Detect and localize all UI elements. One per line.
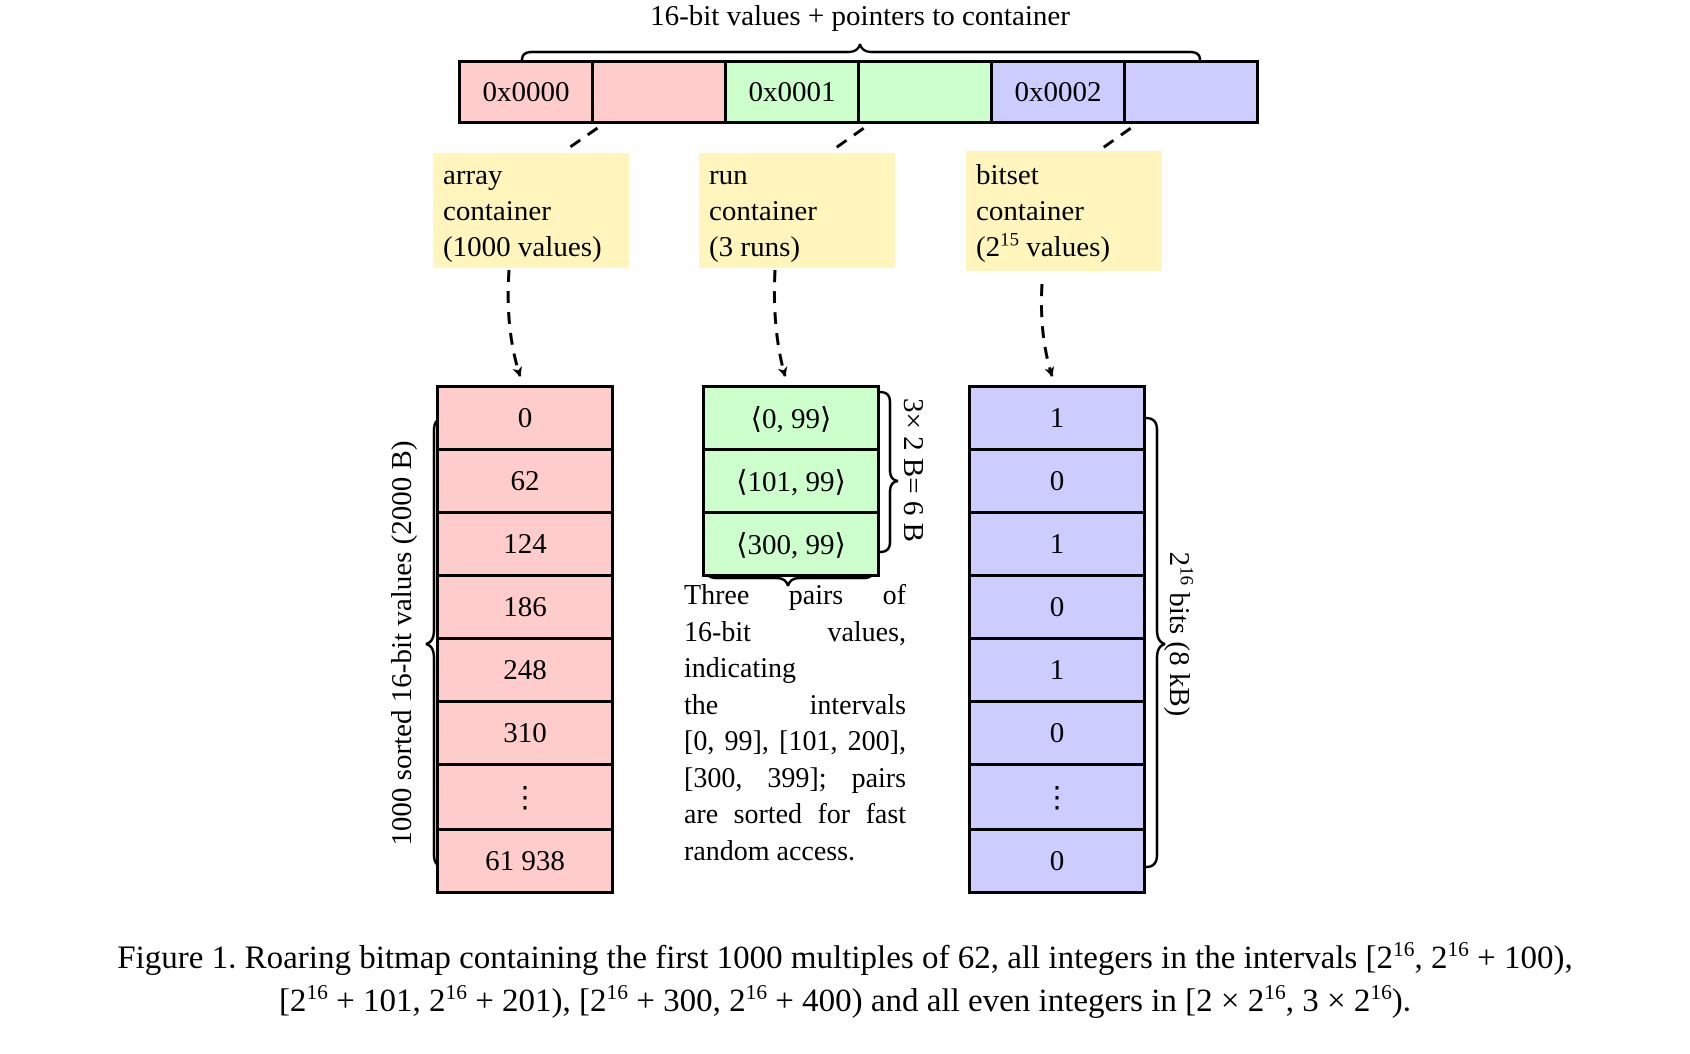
run-side-brace bbox=[879, 390, 899, 554]
pointer-line-array bbox=[562, 102, 633, 154]
array-side-label: 1000 sorted 16-bit values (2000 B) bbox=[386, 440, 418, 846]
key-cell-1: 0x0001 bbox=[724, 60, 860, 124]
run-cell: ⟨101, 99⟩ bbox=[702, 448, 880, 514]
bitset-cell: 1 bbox=[968, 511, 1146, 577]
run-description-line: Three pairs of bbox=[684, 580, 906, 611]
caption-exponent: 16 bbox=[1393, 937, 1415, 961]
caption-text: + 100), bbox=[1468, 940, 1573, 976]
caption-text: [2 bbox=[278, 983, 307, 1019]
caption-exponent: 16 bbox=[606, 980, 628, 1004]
top-brace bbox=[520, 43, 1202, 61]
bitset-side-exponent: 16 bbox=[1175, 566, 1197, 586]
bitset-cell: 0 bbox=[968, 828, 1146, 894]
caption-line-2: [216 + 101, 216 + 201), [216 + 300, 216 … bbox=[0, 980, 1690, 1023]
caption-text: + 300, 2 bbox=[627, 983, 746, 1019]
bitset-cell: 0 bbox=[968, 700, 1146, 766]
bitset-label-line-3: (215 values) bbox=[976, 229, 1152, 265]
caption-text: , 2 bbox=[1414, 940, 1448, 976]
caption-text: Figure 1. Roaring bitmap containing the … bbox=[117, 940, 1394, 976]
run-label-line-3: (3 runs) bbox=[709, 231, 801, 263]
run-cell: ⟨0, 99⟩ bbox=[702, 385, 880, 451]
caption-text: + 101, 2 bbox=[327, 983, 446, 1019]
caption-exponent: 16 bbox=[445, 980, 467, 1004]
array-container: 0 62 124 186 248 310 ⋮ 61 938 bbox=[436, 385, 614, 894]
bitset-side-brace bbox=[1145, 416, 1166, 869]
run-label-line-1: run bbox=[709, 159, 748, 191]
run-description-line: [300, 399]; pairs bbox=[684, 762, 906, 794]
array-side-brace bbox=[425, 416, 446, 869]
bitset-label-prefix: (2 bbox=[976, 231, 1001, 263]
bitset-cell: 0 bbox=[968, 574, 1146, 640]
run-bottom-brace bbox=[704, 567, 876, 587]
figure-caption: Figure 1. Roaring bitmap containing the … bbox=[0, 937, 1690, 1023]
bitset-side-base: 2 bbox=[1163, 551, 1195, 567]
array-cell: 124 bbox=[436, 511, 614, 577]
run-description: Three pairs of 16-bit values, indicating… bbox=[684, 578, 906, 870]
run-cell: ⟨300, 99⟩ bbox=[702, 511, 880, 577]
caption-exponent: 16 bbox=[306, 980, 328, 1004]
array-cell: 186 bbox=[436, 574, 614, 640]
bitset-side-suffix: bits (8 kB) bbox=[1163, 585, 1195, 717]
array-label-line-3: (1000 values) bbox=[443, 231, 602, 263]
caption-text: + 201), [2 bbox=[466, 983, 607, 1019]
bitset-label-exponent: 15 bbox=[1000, 229, 1020, 251]
run-description-line: are sorted for fast bbox=[684, 799, 906, 830]
array-container-label: array container (1000 values) bbox=[433, 153, 629, 268]
pointer-cell-bitset bbox=[1123, 60, 1259, 124]
arrow-bitset bbox=[1039, 283, 1055, 377]
caption-text: , 3 × 2 bbox=[1285, 983, 1371, 1019]
caption-exponent: 16 bbox=[1447, 937, 1469, 961]
array-cell: 310 bbox=[436, 700, 614, 766]
bitset-side-label: 216 bits (8 kB) bbox=[1161, 524, 1197, 744]
caption-text: + 400) and all even integers in [2 × 2 bbox=[767, 983, 1265, 1019]
bitset-cell: ⋮ bbox=[968, 763, 1146, 831]
array-label-line-2: container bbox=[443, 195, 551, 227]
run-container: ⟨0, 99⟩ ⟨101, 99⟩ ⟨300, 99⟩ bbox=[702, 385, 880, 577]
array-cell: 0 bbox=[436, 385, 614, 451]
run-label-line-2: container bbox=[709, 195, 817, 227]
bitset-container: 1 0 1 0 1 0 ⋮ 0 bbox=[968, 385, 1146, 894]
caption-text: ). bbox=[1391, 983, 1412, 1019]
pointer-line-bitset bbox=[1096, 102, 1166, 154]
array-cell: 61 938 bbox=[436, 828, 614, 894]
array-cell: 62 bbox=[436, 448, 614, 514]
bitset-container-label: bitset container (215 values) bbox=[966, 151, 1162, 271]
run-description-line: [0, 99], [101, 200], bbox=[684, 726, 906, 757]
caption-line-1: Figure 1. Roaring bitmap containing the … bbox=[0, 937, 1690, 980]
pointer-cell-array bbox=[591, 60, 727, 124]
pointer-line-run bbox=[829, 102, 899, 154]
bitset-cell: 1 bbox=[968, 385, 1146, 451]
run-side-label: 3× 2 B= 6 B bbox=[897, 398, 929, 542]
top-label: 16-bit values + pointers to container bbox=[650, 0, 1070, 32]
arrow-run bbox=[772, 269, 788, 377]
bitset-label-line-1: bitset bbox=[976, 159, 1039, 191]
array-cell: ⋮ bbox=[436, 763, 614, 831]
array-cell: 248 bbox=[436, 637, 614, 703]
key-cell-0: 0x0000 bbox=[458, 60, 594, 124]
run-container-label: run container (3 runs) bbox=[699, 153, 895, 268]
caption-exponent: 16 bbox=[1370, 980, 1392, 1004]
bitset-cell: 0 bbox=[968, 448, 1146, 514]
array-label-line-1: array bbox=[443, 159, 503, 191]
run-description-line: indicating bbox=[684, 653, 796, 684]
pointer-cell-run bbox=[857, 60, 993, 124]
arrow-array bbox=[506, 269, 522, 377]
run-description-line: the intervals bbox=[684, 689, 906, 721]
key-cell-2: 0x0002 bbox=[990, 60, 1126, 124]
bitset-label-line-2: container bbox=[976, 195, 1084, 227]
run-description-line: 16-bit values, bbox=[684, 616, 906, 648]
run-description-line: random access. bbox=[684, 835, 856, 867]
bitset-cell: 1 bbox=[968, 637, 1146, 703]
caption-exponent: 16 bbox=[1264, 980, 1286, 1004]
bitset-label-suffix: values) bbox=[1019, 231, 1111, 263]
caption-exponent: 16 bbox=[745, 980, 768, 1004]
